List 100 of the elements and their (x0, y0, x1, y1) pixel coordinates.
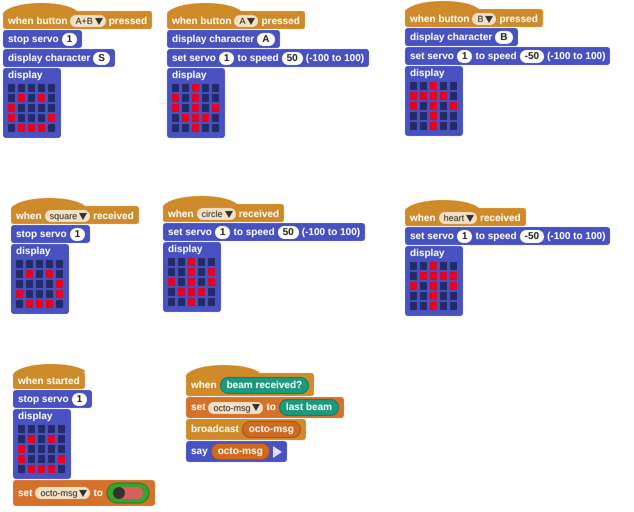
block-label: stop servo (18, 394, 69, 404)
number-slot: 1 (214, 226, 230, 238)
block-label: received (93, 210, 134, 222)
number-slot: 1 (62, 32, 78, 46)
dropdown: A+B (70, 15, 106, 27)
block-label: broadcast (191, 424, 239, 435)
number-slot: -50 (520, 50, 544, 62)
block-label: when started (18, 376, 80, 387)
block-label: pressed (499, 14, 538, 24)
block-label: pressed (108, 16, 148, 26)
dropdown: square (44, 210, 90, 222)
block-label: (-100 to 100) (547, 230, 606, 242)
block-label: display (410, 248, 444, 259)
block-label: to speed (475, 50, 517, 62)
command-block (186, 419, 306, 440)
hat-block (186, 364, 314, 396)
number-slot: 1 (456, 230, 472, 242)
block-label: when button (8, 16, 68, 26)
command-block (405, 28, 518, 46)
block-label: received (238, 208, 280, 220)
block-label: to speed (233, 226, 275, 238)
command-block (167, 49, 370, 67)
reporter-block: last beam (278, 399, 340, 416)
command-block (163, 223, 366, 241)
number-slot: A (257, 32, 274, 46)
hat-block (13, 363, 85, 389)
hat-block (3, 2, 152, 29)
number-slot: -50 (520, 230, 544, 242)
dropdown: octo-msg (35, 487, 90, 499)
command-block (186, 397, 344, 418)
hat-block (167, 2, 305, 29)
block-label: set servo (168, 226, 212, 238)
dropdown: B (472, 13, 496, 25)
reporter-block: beam received? (220, 377, 310, 394)
block-label: to speed (237, 52, 279, 64)
command-block (167, 30, 280, 48)
block-label: set (18, 488, 32, 498)
hat-block (163, 195, 284, 222)
command-block (13, 480, 155, 506)
block-label: (-100 to 100) (547, 50, 606, 62)
block-label: when (168, 208, 194, 220)
block-label: stop servo (16, 228, 67, 240)
block-label: set servo (172, 52, 216, 64)
number-slot: 50 (282, 52, 303, 64)
display-block (167, 68, 225, 138)
variable-reporter: octo-msg (242, 421, 301, 438)
block-label: stop servo (8, 34, 59, 44)
number-slot: 1 (456, 50, 472, 62)
command-block (3, 49, 115, 67)
block-label: (-100 to 100) (306, 52, 364, 64)
display-block (163, 242, 221, 312)
block-label: set servo (410, 230, 454, 242)
block-label: say (191, 446, 208, 457)
number-slot: S (93, 52, 110, 64)
command-block (11, 225, 90, 243)
block-label: when (16, 210, 42, 222)
block-label: display (18, 411, 52, 422)
block-label: display (410, 68, 444, 79)
block-label: display (8, 70, 42, 81)
display-block (405, 246, 463, 316)
display-block (3, 68, 61, 138)
number-slot: 1 (218, 52, 234, 64)
block-label: display character (172, 34, 254, 44)
block-label: display (16, 246, 50, 257)
number-slot: 1 (70, 228, 86, 240)
block-label: when button (410, 14, 470, 24)
dropdown: octo-msg (208, 402, 264, 414)
display-block (13, 409, 71, 479)
command-block (405, 227, 610, 245)
block-label: when (191, 380, 217, 391)
block-label: display (172, 70, 206, 81)
display-block (405, 66, 463, 136)
command-block (186, 441, 287, 462)
block-label: to (93, 488, 103, 498)
command-block (405, 47, 610, 65)
number-slot: B (495, 30, 512, 44)
block-label: set servo (410, 50, 454, 62)
block-label: display character (410, 32, 492, 42)
variable-reporter: octo-msg (210, 443, 270, 460)
block-label: set (191, 402, 206, 413)
display-block (11, 244, 69, 314)
dropdown: A (234, 15, 258, 27)
number-slot: 1 (72, 392, 88, 406)
command-block (3, 30, 82, 48)
hat-block (11, 197, 139, 224)
block-label: to speed (475, 230, 517, 242)
block-label: when (410, 212, 436, 224)
hat-block (405, 199, 526, 226)
block-label: (-100 to 100) (302, 226, 360, 238)
block-label: display character (8, 52, 90, 64)
number-slot: 50 (278, 226, 299, 238)
hat-block (405, 0, 543, 27)
dropdown: circle (196, 208, 236, 220)
block-label: when button (172, 16, 232, 26)
block-label: to (266, 402, 276, 413)
block-label: pressed (261, 16, 300, 26)
command-block (13, 390, 92, 408)
block-label: display (168, 244, 202, 255)
dropdown: heart (438, 212, 478, 224)
block-label: received (480, 212, 521, 224)
